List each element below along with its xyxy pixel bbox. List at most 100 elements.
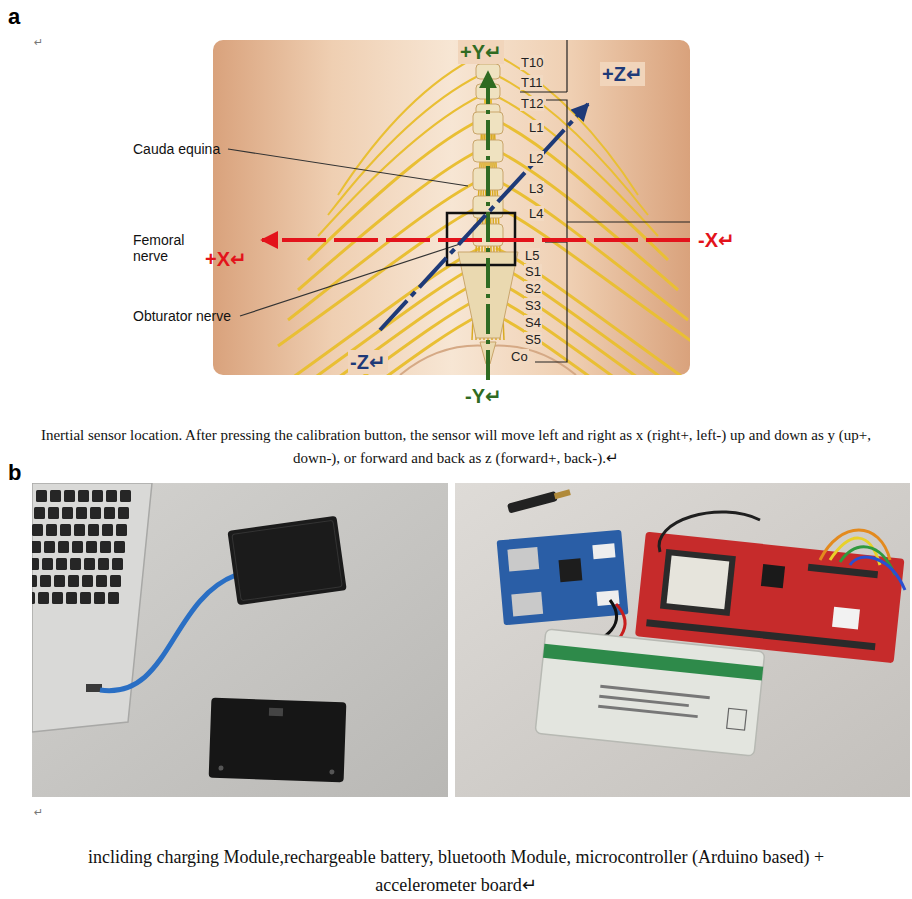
nerve-branches-part bbox=[278, 206, 480, 346]
panel-letter: a bbox=[8, 4, 20, 30]
nerve-branches-part bbox=[278, 315, 480, 375]
vertebra-label: L2 bbox=[528, 151, 544, 166]
electronics-photo-part-part bbox=[596, 590, 619, 606]
region-brackets bbox=[520, 40, 690, 362]
device-photo-part-part bbox=[32, 524, 43, 536]
electronics-photo-part bbox=[455, 483, 910, 797]
device-photo-part-part bbox=[66, 592, 77, 604]
axis-label: +X↵ bbox=[205, 247, 247, 271]
region-brackets-part bbox=[566, 40, 567, 92]
electronics-photo-part bbox=[507, 487, 571, 513]
region-brackets-part bbox=[567, 221, 690, 222]
electronics-photo-part bbox=[497, 530, 629, 626]
paragraph-mark: ↵ bbox=[34, 36, 43, 49]
axis-label: -Z↵ bbox=[348, 350, 388, 374]
device-photo-part-part bbox=[70, 558, 81, 570]
electronics-photo-part-part bbox=[820, 530, 890, 560]
device-photo-part-part bbox=[68, 575, 79, 587]
nerve-branches bbox=[278, 40, 690, 375]
device-photo-part-part bbox=[36, 490, 47, 502]
nerve-branches-part bbox=[496, 248, 690, 375]
axis-arrows bbox=[262, 72, 690, 380]
electronics-photo-part-part bbox=[543, 644, 763, 681]
device-photo-part-part bbox=[78, 490, 89, 502]
electronics-photo-part-part bbox=[554, 489, 571, 499]
vertebra-label: S1 bbox=[524, 264, 542, 279]
device-photo-part-part bbox=[44, 541, 55, 553]
device-photo-part-part bbox=[82, 575, 93, 587]
device-photo-part-part bbox=[100, 541, 111, 553]
electronics-photo-part-part bbox=[850, 557, 905, 590]
device-photo-part-part bbox=[76, 507, 87, 519]
electronics-photo-part-part bbox=[599, 695, 689, 707]
nerve-branches-part bbox=[496, 264, 690, 375]
device-photo-part-part bbox=[54, 575, 65, 587]
device-photo-part-part bbox=[80, 592, 91, 604]
device-photo-part-part bbox=[120, 490, 131, 502]
device-photo-part bbox=[32, 483, 448, 797]
y-axis bbox=[486, 72, 490, 380]
device-photo-part-part bbox=[58, 541, 69, 553]
electronics-photo-part-part bbox=[660, 549, 736, 616]
device-photo-part bbox=[227, 516, 346, 606]
device-photo-part-part bbox=[50, 490, 61, 502]
paragraph-mark: ↵ bbox=[34, 806, 43, 819]
device-photo-part-part bbox=[88, 524, 99, 536]
device-photo-part-part bbox=[106, 490, 117, 502]
device-photo-part-part bbox=[48, 507, 59, 519]
electronics-photo-part bbox=[535, 629, 765, 756]
vertebra-label: L4 bbox=[528, 206, 544, 221]
vertebra-label: S4 bbox=[524, 315, 542, 330]
axis-label: -Y↵ bbox=[465, 384, 502, 408]
vertebra-label: S2 bbox=[524, 281, 542, 296]
nerve-label: Cauda equina bbox=[133, 141, 220, 157]
nerve-branches-part bbox=[496, 180, 688, 320]
electronics-photo-part-part bbox=[559, 558, 583, 582]
device-photo-part-part bbox=[112, 558, 123, 570]
nerve-branches-part bbox=[318, 96, 480, 236]
vertebra-label: T11 bbox=[520, 75, 543, 90]
device-photo-part-part bbox=[42, 558, 53, 570]
back-illustration bbox=[213, 40, 690, 375]
device-photo-part-part bbox=[84, 558, 95, 570]
electronics-photo-part-part bbox=[507, 491, 558, 514]
vertebra-label: S3 bbox=[524, 298, 542, 313]
device-photo-part-part bbox=[114, 541, 125, 553]
device-photo-part-part bbox=[86, 541, 97, 553]
electronics-photo-part-part bbox=[808, 564, 878, 578]
device-photo-part-part bbox=[32, 592, 35, 604]
device-photo-part-part bbox=[118, 507, 129, 519]
device-photo-part-part bbox=[72, 541, 83, 553]
z-axis bbox=[380, 104, 588, 330]
device-photo-part-part bbox=[94, 592, 105, 604]
figure-caption: incliding charging Module,rechargeable b… bbox=[36, 843, 876, 899]
device-photo-part-part bbox=[232, 520, 342, 601]
nerve-branches-part bbox=[278, 248, 480, 375]
electronics-photo-part-part bbox=[659, 512, 760, 552]
vertebra-label: T10 bbox=[520, 55, 544, 70]
electronics-photo-part-part bbox=[761, 564, 785, 588]
device-photo-part bbox=[32, 490, 131, 604]
electronics-photo-part-part bbox=[832, 607, 860, 630]
device-photo-part-part bbox=[62, 507, 73, 519]
electronics-photo-part-part bbox=[497, 530, 629, 626]
vertebra-label: L5 bbox=[524, 248, 540, 263]
device-photo-part-part bbox=[110, 575, 121, 587]
nerve-label: Obturator nerve bbox=[133, 308, 231, 324]
leader-lines-part bbox=[228, 149, 468, 186]
electronics-photo-part-part bbox=[592, 543, 615, 559]
device-photo-part-part bbox=[32, 541, 41, 553]
electronics-photo bbox=[455, 483, 910, 797]
device-photo-part-part bbox=[98, 558, 109, 570]
electronics-photo-part-part bbox=[598, 705, 698, 718]
device-photo-part bbox=[100, 575, 236, 691]
device-photo-part-part bbox=[218, 765, 223, 770]
electronics-photo-part-part bbox=[511, 592, 543, 617]
device-photo-part-part bbox=[96, 575, 107, 587]
device-photo-part-part bbox=[329, 769, 334, 774]
axis-label: -X↵ bbox=[698, 228, 735, 252]
device-photo-part-part bbox=[60, 524, 71, 536]
device-photo-part-part bbox=[46, 524, 57, 536]
